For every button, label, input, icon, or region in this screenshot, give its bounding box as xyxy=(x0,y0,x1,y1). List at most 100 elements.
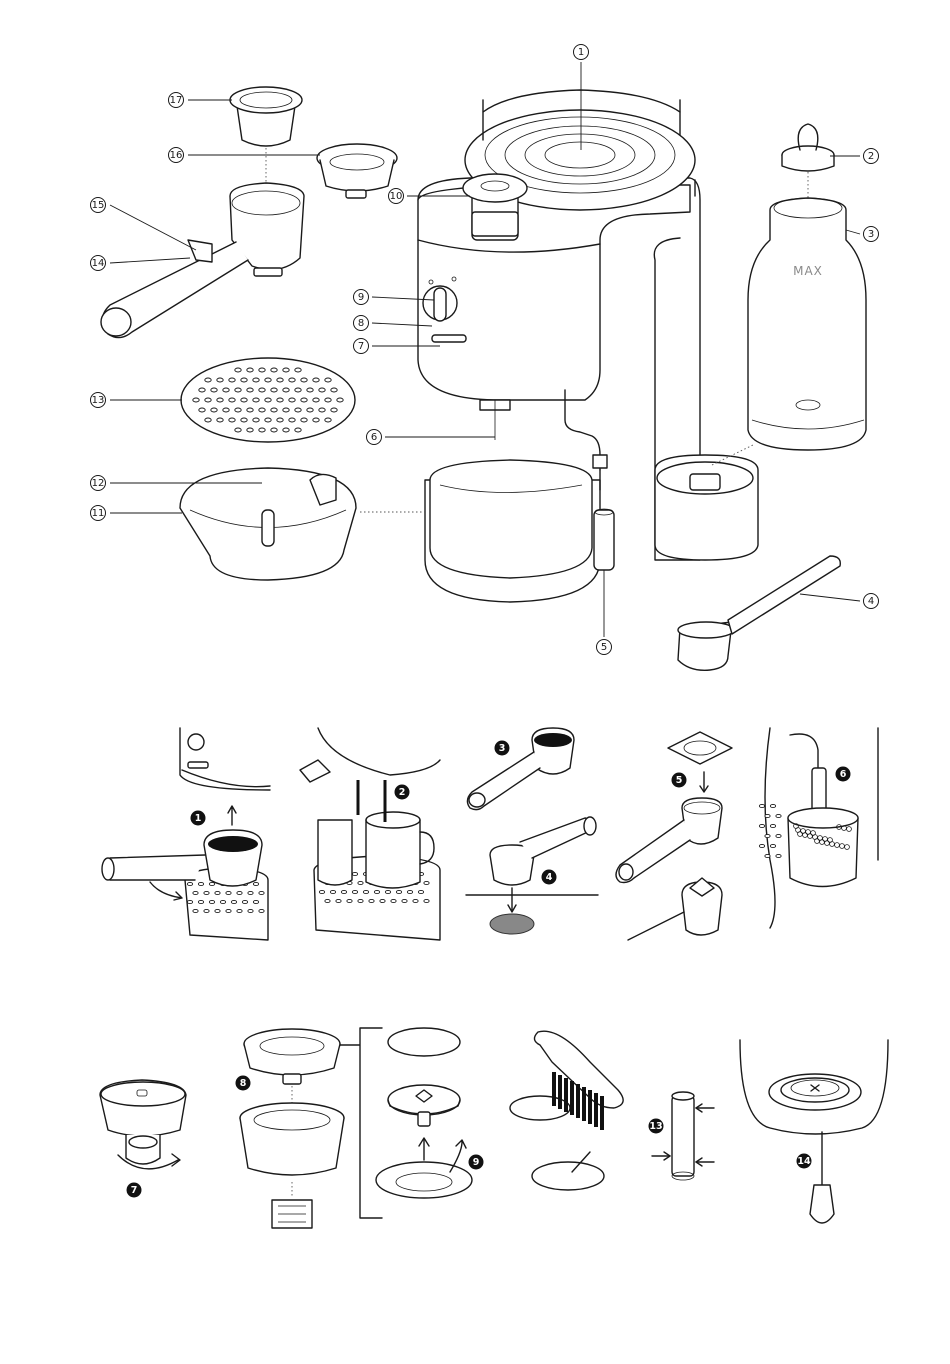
callout-label-11: 11 xyxy=(92,508,105,519)
platform-hole xyxy=(265,418,271,422)
grid-hole xyxy=(259,909,264,912)
platform-hole xyxy=(277,378,283,382)
p6-holes xyxy=(759,804,781,857)
callout-label-15: 15 xyxy=(92,200,105,211)
callout-line-4 xyxy=(800,594,860,601)
platform-hole xyxy=(325,398,331,402)
callout-label-17: 17 xyxy=(170,95,183,106)
step-badge-label-8: 8 xyxy=(240,1078,247,1089)
grid-hole xyxy=(363,890,368,893)
platform-hole xyxy=(295,388,301,392)
platform-hole xyxy=(283,388,289,392)
grid-hole xyxy=(248,891,253,894)
grid-hole xyxy=(204,891,209,894)
callout-line-15 xyxy=(110,205,196,250)
grid-hole xyxy=(237,909,242,912)
platform-hole xyxy=(271,368,277,372)
platform-hole xyxy=(229,398,235,402)
callout-label-6: 6 xyxy=(371,432,377,443)
grid-hole xyxy=(325,899,330,902)
platform-hole xyxy=(247,368,253,372)
grid-hole xyxy=(759,824,764,827)
step14-needle-clean xyxy=(740,1040,888,1223)
grid-hole xyxy=(319,890,324,893)
platform-hole xyxy=(301,398,307,402)
platform-hole xyxy=(331,388,337,392)
callout-label-13: 13 xyxy=(92,395,105,406)
platform-hole xyxy=(235,428,241,432)
grid-hole xyxy=(253,882,258,885)
platform-hole xyxy=(319,408,325,412)
callout-label-2: 2 xyxy=(868,151,874,162)
grid-hole xyxy=(259,891,264,894)
grid-hole xyxy=(242,900,247,903)
grid-hole xyxy=(776,834,781,837)
platform-hole xyxy=(223,408,229,412)
grid-hole xyxy=(209,882,214,885)
grid-hole xyxy=(341,890,346,893)
platform-hole xyxy=(193,398,199,402)
step-badge-label-13: 13 xyxy=(649,1121,662,1132)
platform-hole xyxy=(253,378,259,382)
callout-label-5: 5 xyxy=(601,642,607,653)
bristle xyxy=(594,1093,598,1127)
callout-label-12: 12 xyxy=(92,478,105,489)
platform-hole xyxy=(205,398,211,402)
grid-hole xyxy=(407,890,412,893)
grid-hole xyxy=(209,900,214,903)
grid-hole xyxy=(187,882,192,885)
platform-hole xyxy=(295,368,301,372)
step-badge-label-2: 2 xyxy=(399,787,406,798)
platform-hole xyxy=(337,398,343,402)
bristle xyxy=(576,1084,580,1118)
grid-hole xyxy=(369,899,374,902)
grid-hole xyxy=(776,854,781,857)
step-badge-label-9: 9 xyxy=(473,1157,480,1168)
platform-hole xyxy=(277,418,283,422)
platform-hole xyxy=(223,388,229,392)
grid-hole xyxy=(226,909,231,912)
step-badge-label-4: 4 xyxy=(546,872,553,883)
platform-hole xyxy=(235,368,241,372)
platform-hole xyxy=(217,398,223,402)
bristle xyxy=(564,1078,568,1112)
platform-hole xyxy=(283,368,289,372)
step-badges: 1234567891314 xyxy=(127,741,851,1198)
platform-hole xyxy=(253,398,259,402)
platform-hole xyxy=(289,418,295,422)
callout-label-9: 9 xyxy=(358,292,364,303)
callout-label-7: 7 xyxy=(358,341,364,352)
grid-hole xyxy=(193,891,198,894)
platform-hole xyxy=(313,418,319,422)
platform-hole xyxy=(307,408,313,412)
platform-hole xyxy=(211,408,217,412)
platform-hole xyxy=(259,428,265,432)
water-tank: MAX xyxy=(748,124,866,450)
grid-hole xyxy=(770,844,775,847)
grid-hole xyxy=(380,899,385,902)
platform-hole xyxy=(265,378,271,382)
grid-hole xyxy=(776,814,781,817)
tank-max-label: MAX xyxy=(793,264,823,278)
platform-hole xyxy=(241,418,247,422)
grid-hole xyxy=(770,804,775,807)
step3-4-empty-holder xyxy=(466,728,598,934)
callout-label-3: 3 xyxy=(868,229,874,240)
platform-hole xyxy=(265,398,271,402)
grid-hole xyxy=(330,890,335,893)
step1-insert-holder xyxy=(102,728,270,940)
step-badge-label-1: 1 xyxy=(195,813,202,824)
grid-hole xyxy=(336,899,341,902)
grid-hole xyxy=(352,890,357,893)
callout-label-4: 4 xyxy=(868,596,874,607)
platform-hole xyxy=(277,398,283,402)
bristle xyxy=(552,1072,556,1106)
grid-hole xyxy=(215,891,220,894)
grid-hole xyxy=(765,834,770,837)
grid-hole xyxy=(198,882,203,885)
platform-hole xyxy=(271,428,277,432)
platform-hole xyxy=(325,418,331,422)
platform-hole xyxy=(301,418,307,422)
grid-hole xyxy=(396,890,401,893)
